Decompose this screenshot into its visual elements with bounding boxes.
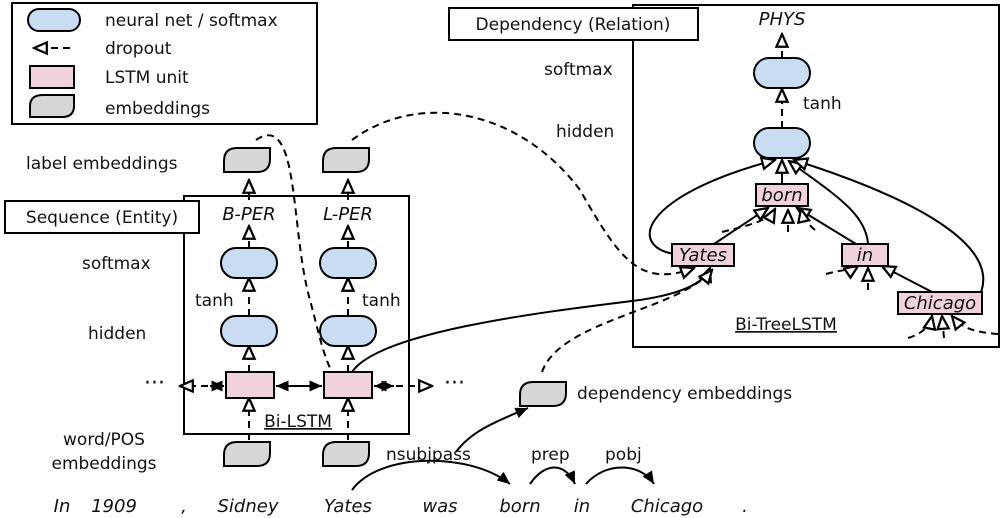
token-in: In bbox=[54, 496, 71, 517]
legend-neural-net-icon bbox=[27, 8, 81, 32]
sequence-title: Sequence (Entity) bbox=[26, 208, 178, 228]
legend-embeddings-icon bbox=[29, 94, 75, 118]
dependency-title: Dependency (Relation) bbox=[476, 15, 671, 35]
seq-softmax-unit-1 bbox=[220, 247, 278, 279]
arc-label-prep: prep bbox=[531, 445, 570, 465]
token-chicago: Chicago bbox=[631, 496, 703, 517]
dependency-panel: Dependency (Relation) PHYS softmax hidde… bbox=[448, 4, 1000, 348]
bi-treelstm-label: Bi-TreeLSTM bbox=[735, 315, 837, 335]
sequence-hidden-label: hidden bbox=[88, 324, 146, 344]
arc-to-dependency-embedding bbox=[455, 407, 529, 453]
dropout-into-chicago-b bbox=[942, 316, 944, 339]
dependency-embeddings-label: dependency embeddings bbox=[577, 384, 792, 404]
tree-node-born-label: born bbox=[761, 185, 802, 206]
dependency-panel-frame bbox=[632, 4, 1000, 348]
arc-pobj bbox=[585, 466, 655, 485]
tree-node-yates-label: Yates bbox=[679, 245, 727, 266]
label-embedding-2 bbox=[322, 147, 370, 173]
arc-prep bbox=[529, 466, 576, 485]
dependency-softmax-unit bbox=[753, 57, 811, 89]
label-embedding-1 bbox=[223, 147, 271, 173]
tag-l-per: L-PER bbox=[323, 204, 373, 225]
word-embedding-sidney bbox=[223, 441, 271, 467]
token-1909: 1909 bbox=[91, 496, 137, 517]
tree-node-in bbox=[841, 243, 889, 267]
edge-in-to-born bbox=[797, 208, 857, 245]
legend-dropout-label: dropout bbox=[105, 39, 172, 59]
sentence: In 1909 , Sidney Yates was born in Chica… bbox=[54, 496, 748, 517]
bi-lstm-label: Bi-LSTM bbox=[264, 412, 332, 432]
tree-node-chicago bbox=[897, 291, 983, 315]
dependency-tanh-label: tanh bbox=[803, 94, 842, 114]
edge-yates-to-born bbox=[713, 208, 768, 245]
sequence-panel-frame bbox=[183, 195, 410, 435]
word-pos-label-line2: embeddings bbox=[52, 454, 157, 474]
word-pos-label-line1: word/POS bbox=[63, 430, 145, 450]
tree-node-in-label: in bbox=[857, 245, 873, 266]
token-was: was bbox=[422, 496, 457, 517]
dependency-hidden-label: hidden bbox=[556, 122, 614, 142]
legend-embeddings-label: embeddings bbox=[105, 99, 210, 119]
tree-node-chicago-label: Chicago bbox=[904, 293, 976, 314]
seq-lstm-unit-2 bbox=[323, 371, 373, 399]
token-born: born bbox=[499, 496, 540, 517]
seq-lstm-unit-1 bbox=[225, 371, 275, 399]
token-comma: , bbox=[181, 496, 187, 517]
sequence-tanh-right-label: tanh bbox=[362, 291, 401, 311]
arc-nsubjpass bbox=[351, 459, 511, 491]
edge-yates-to-hidden bbox=[648, 160, 775, 255]
legend-lstm-icon bbox=[29, 65, 75, 89]
dependency-softmax-label: softmax bbox=[544, 60, 613, 80]
dependency-title-box bbox=[448, 7, 699, 41]
word-embedding-yates bbox=[322, 441, 370, 467]
tree-node-born bbox=[755, 183, 809, 207]
dropout-into-chicago-c bbox=[952, 316, 999, 335]
sequence-panel: Sequence (Entity) label embeddings softm… bbox=[4, 147, 465, 474]
arc-label-pobj: pobj bbox=[605, 445, 642, 465]
token-in-2: in bbox=[574, 496, 590, 517]
legend: neural net / softmax dropout LSTM unit e… bbox=[11, 2, 318, 125]
seq-softmax-unit-2 bbox=[319, 247, 377, 279]
legend-lstm-label: LSTM unit bbox=[105, 68, 189, 88]
label-emb-2-to-yates-dropout bbox=[351, 111, 694, 275]
label-emb-1-to-yates-dropout bbox=[255, 134, 331, 369]
sequence-softmax-label: softmax bbox=[82, 254, 151, 274]
dependency-embedding bbox=[519, 381, 567, 407]
dropout-into-born-a bbox=[721, 209, 775, 233]
seq-hidden-unit-2 bbox=[319, 315, 377, 347]
edge-chicago-to-in bbox=[882, 266, 933, 293]
tag-b-per: B-PER bbox=[222, 204, 275, 225]
dep-embedding-to-yates bbox=[541, 270, 712, 373]
token-sidney: Sidney bbox=[218, 496, 279, 517]
label-embeddings-label: label embeddings bbox=[26, 154, 178, 174]
relation-output-label: PHYS bbox=[759, 9, 806, 30]
legend-neural-net-label: neural net / softmax bbox=[105, 11, 278, 31]
sequence-tanh-left-label: tanh bbox=[195, 291, 234, 311]
seq-ellipsis-left: ··· bbox=[144, 371, 165, 396]
dropout-into-chicago-a bbox=[907, 316, 932, 339]
dropout-into-in-a bbox=[825, 266, 858, 274]
token-yates: Yates bbox=[324, 496, 372, 517]
lstm-to-yates-link bbox=[351, 268, 710, 373]
sequence-title-box bbox=[4, 200, 200, 234]
seq-hidden-unit-1 bbox=[220, 315, 278, 347]
seq-ellipsis-right: ··· bbox=[444, 371, 465, 396]
dependency-hidden-unit bbox=[753, 127, 811, 159]
token-period: . bbox=[742, 496, 748, 517]
dropout-into-born-c bbox=[801, 209, 816, 231]
legend-frame bbox=[11, 2, 318, 125]
arc-label-nsubjpass: nsubjpass bbox=[386, 445, 471, 465]
edge-chicago-to-hidden bbox=[794, 160, 985, 303]
